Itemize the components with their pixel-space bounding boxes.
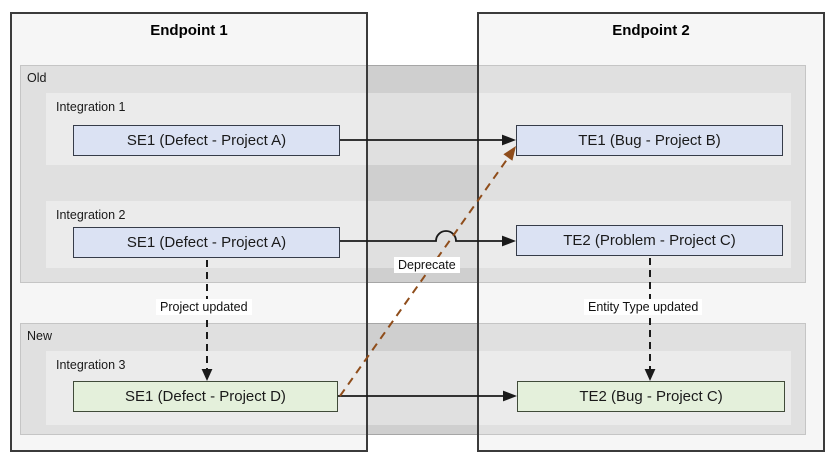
arrow-integration2-mapping <box>340 230 502 242</box>
endpoint-1-title: Endpoint 1 <box>150 22 228 39</box>
endpoint-2-title: Endpoint 2 <box>612 22 690 39</box>
integration-1-label: Integration 1 <box>56 100 126 114</box>
old-band-label: Old <box>27 71 47 85</box>
entity-se1-integration2: SE1 (Defect - Project A) <box>73 227 340 258</box>
new-band-label: New <box>27 329 53 343</box>
entity-type-updated-label: Entity Type updated <box>584 299 703 315</box>
arrow-deprecate <box>339 157 509 397</box>
arrowhead-integration2 <box>502 235 516 247</box>
arrowhead-deprecate <box>503 146 516 161</box>
arrowhead-project-updated <box>201 369 213 381</box>
arrowhead-entity-type-updated <box>644 369 656 381</box>
deprecate-label: Deprecate <box>394 257 460 273</box>
integration-2-label: Integration 2 <box>56 208 126 222</box>
arrowhead-integration3 <box>503 390 517 402</box>
entity-te2-integration3: TE2 (Bug - Project C) <box>517 381 785 412</box>
entity-te1-integration1: TE1 (Bug - Project B) <box>516 125 783 156</box>
arrowhead-integration1 <box>502 134 516 146</box>
integration-3-label: Integration 3 <box>56 358 126 372</box>
entity-se1-integration3: SE1 (Defect - Project D) <box>73 381 338 412</box>
project-updated-label: Project updated <box>156 299 252 315</box>
entity-se1-integration1: SE1 (Defect - Project A) <box>73 125 340 156</box>
entity-te2-integration2: TE2 (Problem - Project C) <box>516 225 783 256</box>
